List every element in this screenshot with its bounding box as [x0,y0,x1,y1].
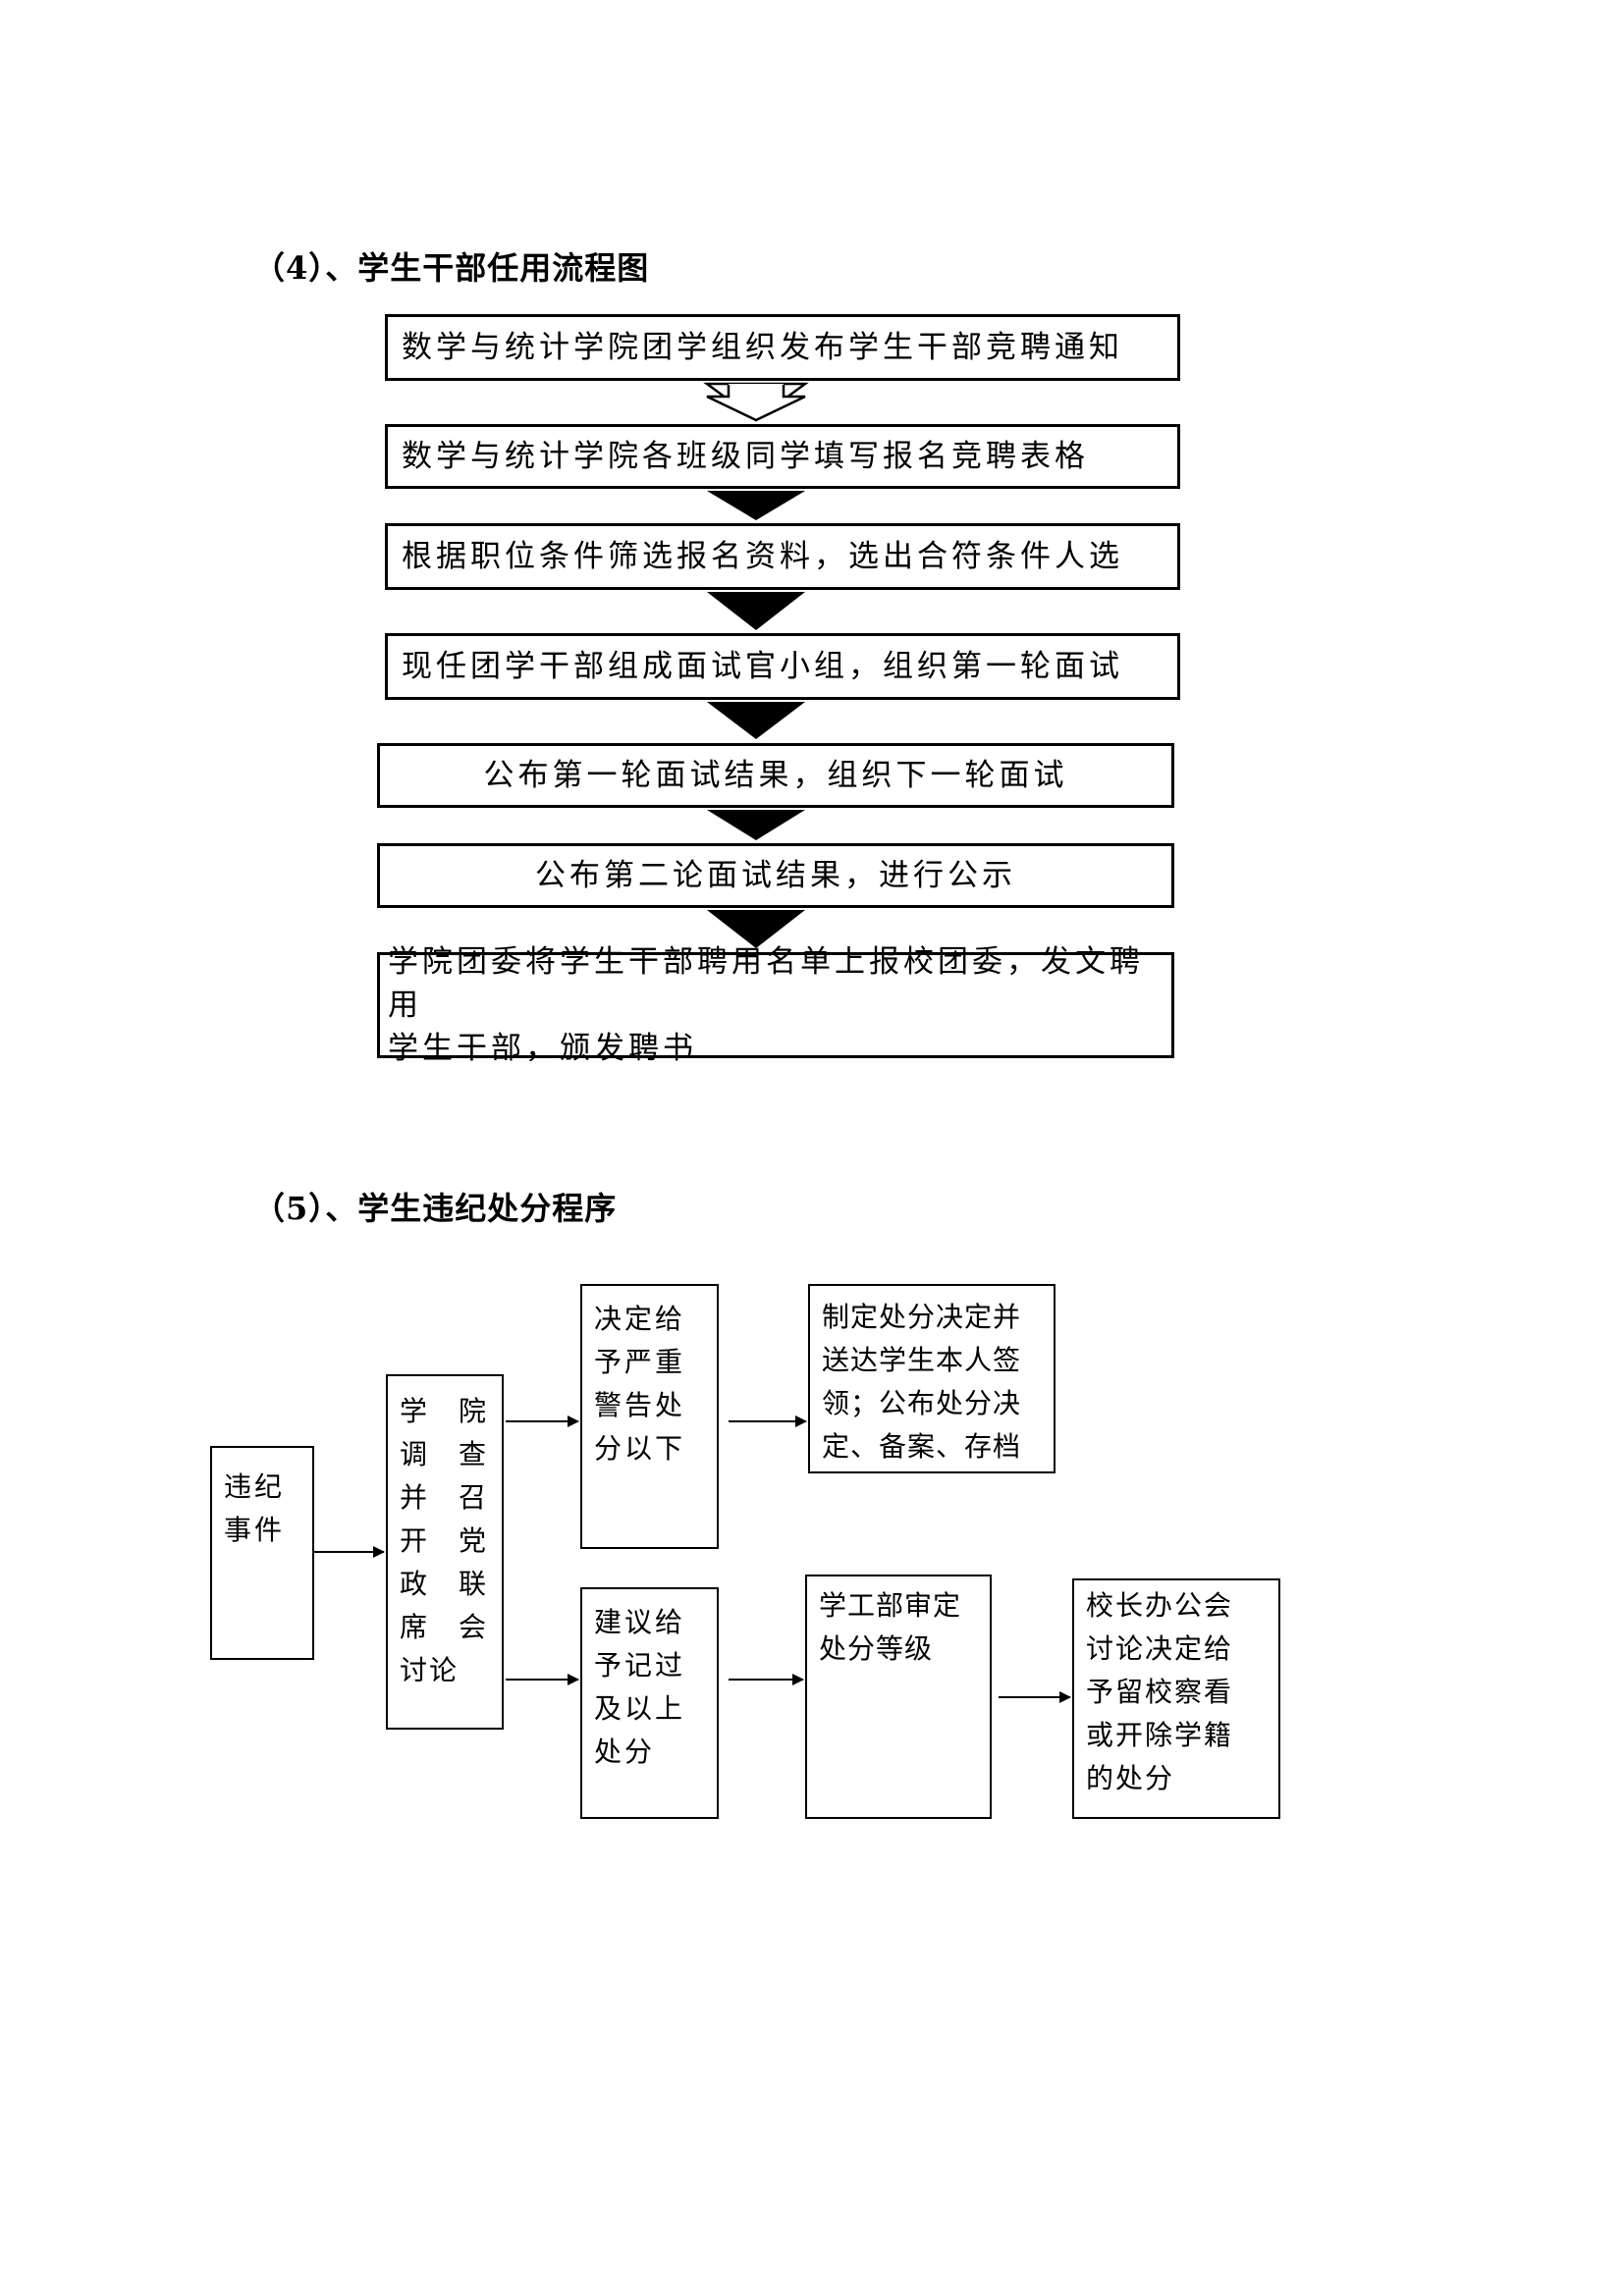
down-arrow [707,702,805,739]
flow-step-label: 公布第一轮面试结果，组织下一轮面试 [483,758,1068,793]
flow-arrows [703,382,809,948]
flow-step-label-line: 学生干部，颁发聘书 [388,1031,697,1066]
flow-step-label-line: 学院团委将学生干部聘用名单上报校团委，发文聘用 [388,944,1144,1023]
flow-step-public-notice: 公布第二论面试结果，进行公示 [377,843,1174,908]
flow-step-appointment: 学院团委将学生干部聘用名单上报校团委，发文聘用 学生干部，颁发聘书 [377,944,1174,1066]
flow-step-label: 数学与统计学院各班级同学填写报名竞聘表格 [402,439,1089,474]
flow-step-next-interview: 公布第一轮面试结果，组织下一轮面试 [377,743,1174,808]
section5-title: （5）、学生违纪处分程序 [253,1190,618,1227]
flow-step-publish-notice: 数学与统计学院团学组织发布学生干部竞聘通知 [385,314,1180,381]
down-arrow [707,592,805,630]
down-arrow [707,910,805,948]
flow-step-label: 现任团学干部组成面试官小组，组织第一轮面试 [402,649,1123,684]
flow-step-label: 数学与统计学院团学组织发布学生干部竞聘通知 [402,330,1123,365]
node-issue-decision: 制定处分决定并 送达学生本人签 领；公布处分决 定、备案、存档 [808,1284,1056,1473]
flow-step-label: 根据职位条件筛选报名资料，选出合符条件人选 [402,539,1123,574]
node-college-investigation: 学 院 调 查 并 召 开 党 政 联 席 会 讨论 [386,1374,504,1730]
down-arrow [707,810,805,840]
node-violation-event: 违纪 事件 [210,1446,314,1660]
flow-step-label: 公布第二论面试结果，进行公示 [535,858,1016,893]
flow-step-first-interview: 现任团学干部组成面试官小组，组织第一轮面试 [385,633,1180,700]
node-president-office-meeting: 校长办公会 讨论决定给 予留校察看 或开除学籍 的处分 [1072,1578,1280,1819]
down-arrow [707,491,805,520]
section4-title: （4）、学生干部任用流程图 [253,249,650,287]
node-suggest-demerit: 建议给 予记过 及以上 处分 [580,1587,719,1819]
node-decide-below-serious-warning: 决定给 予严重 警告处 分以下 [580,1284,719,1549]
flow-step-fill-form: 数学与统计学院各班级同学填写报名竞聘表格 [385,424,1180,489]
node-student-affairs-review: 学工部审定 处分等级 [805,1575,992,1819]
flow-step-screen-candidates: 根据职位条件筛选报名资料，选出合符条件人选 [385,523,1180,590]
